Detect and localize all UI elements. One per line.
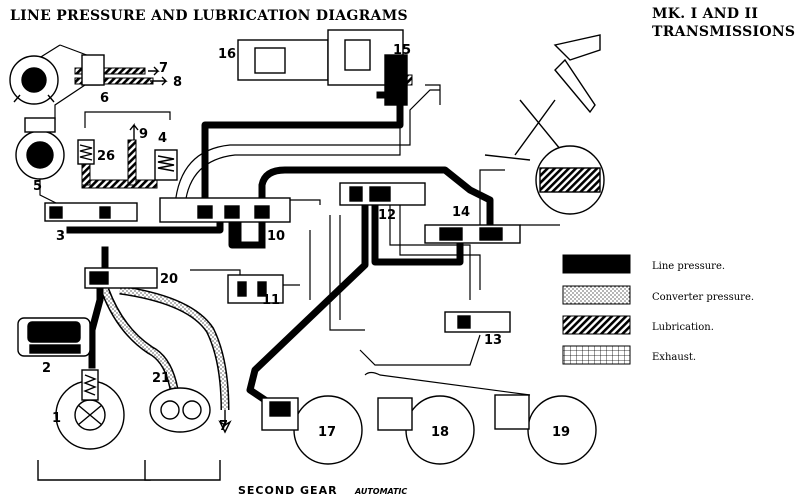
callout-5: 5: [33, 179, 42, 194]
callout-26: 26: [97, 149, 115, 164]
valve-13: [444, 311, 511, 333]
legend-label-line-pressure: Line pressure.: [652, 261, 725, 272]
callout-16: 16: [218, 47, 236, 62]
front-pump: [9, 55, 65, 180]
callout-7-bottom: 7: [219, 419, 228, 434]
legend-label-exhaust: Exhaust.: [652, 352, 696, 363]
clutch-18: [377, 395, 475, 465]
callout-12: 12: [378, 208, 396, 223]
legend: Line pressure. Converter pressure. Lubri…: [562, 254, 754, 365]
legend-item-line-pressure: Line pressure.: [562, 254, 725, 274]
callout-1: 1: [52, 411, 61, 426]
outline-pipes: [19, 44, 560, 396]
callout-19: 19: [552, 425, 570, 440]
components: [9, 29, 605, 481]
legend-item-converter: Converter pressure.: [562, 285, 754, 305]
callout-20: 20: [160, 272, 178, 287]
callout-13: 13: [484, 333, 502, 348]
converter-pressure-lines: [100, 285, 230, 411]
callout-3: 3: [56, 229, 65, 244]
valve-11: [227, 274, 284, 304]
legend-swatch-hatched: [562, 315, 631, 335]
footer-mode: AUTOMATIC: [354, 487, 407, 496]
legend-swatch-grid: [562, 345, 631, 365]
governor-body: [237, 29, 408, 106]
callout-18: 18: [431, 425, 449, 440]
model-title-line1: MK. I AND II: [652, 6, 758, 22]
callout-2: 2: [42, 361, 51, 376]
selector-lever: [484, 34, 605, 215]
callout-10: 10: [267, 229, 285, 244]
regulator-3: [44, 202, 138, 222]
callout-9: 9: [139, 127, 148, 142]
callout-14: 14: [452, 205, 470, 220]
callout-21: 21: [152, 371, 170, 386]
legend-item-lubrication: Lubrication.: [562, 315, 714, 335]
legend-item-exhaust: Exhaust.: [562, 345, 696, 365]
pump-21: [144, 387, 221, 481]
clutch-17: [261, 395, 363, 465]
servo-2: [17, 317, 91, 357]
callout-11: 11: [262, 293, 280, 308]
valve-6: [81, 54, 105, 86]
callout-7-top: 7: [159, 61, 168, 76]
legend-swatch-solid: [562, 254, 631, 274]
diagram-title: LINE PRESSURE AND LUBRICATION DIAGRAMS: [10, 8, 408, 24]
callout-17: 17: [318, 425, 336, 440]
callout-4: 4: [158, 131, 167, 146]
callout-6: 6: [100, 91, 109, 106]
clutch-19: [494, 394, 597, 465]
valve-14: [424, 224, 521, 244]
line-pressure-lines: [66, 91, 494, 405]
pump-1: [37, 369, 151, 481]
legend-swatch-dotted: [562, 285, 631, 305]
callout-8: 8: [173, 75, 182, 90]
footer-gear: SECOND GEAR: [238, 484, 338, 497]
valve-4: [154, 149, 178, 181]
model-title-line2: TRANSMISSIONS: [652, 24, 795, 40]
legend-label-converter: Converter pressure.: [652, 292, 754, 303]
callout-15: 15: [393, 43, 411, 58]
callout-numbers: 1 2 3 4 5 6 7 7 8 9 10 11 12 13 14 15 16…: [33, 43, 570, 440]
legend-label-lubrication: Lubrication.: [652, 322, 714, 333]
